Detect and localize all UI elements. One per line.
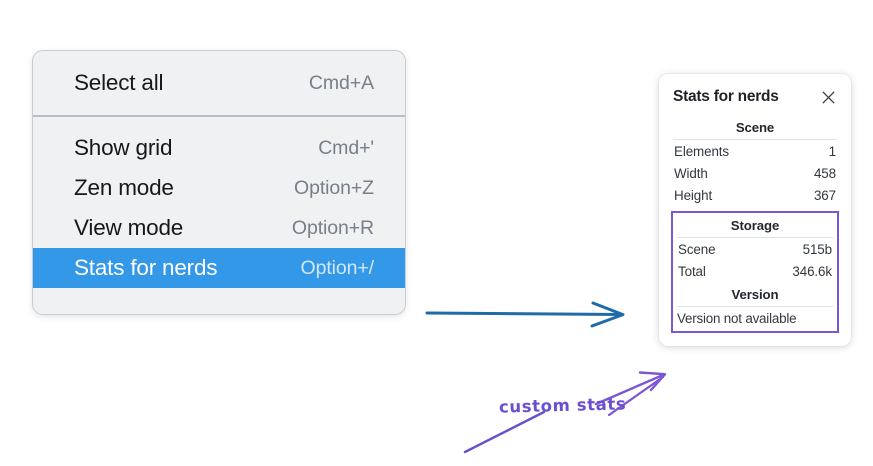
stat-key: Width <box>674 165 708 181</box>
stat-value: 367 <box>813 187 836 203</box>
menu-item-shortcut: Option+Z <box>294 176 374 199</box>
menu-item-label: View mode <box>74 215 184 240</box>
purple-arrow-lower <box>463 410 546 454</box>
context-menu: Select all Cmd+A Show grid Cmd+' Zen mod… <box>32 50 406 315</box>
stat-value: 515b <box>802 241 832 257</box>
menu-item-shortcut: Option+/ <box>300 256 375 279</box>
custom-stats-section: Storage Scene 515b Total 346.6k Version … <box>671 211 839 333</box>
stat-value: 458 <box>813 165 836 181</box>
menu-group-view: Show grid Cmd+' Zen mode Option+Z View m… <box>33 117 405 314</box>
stats-for-nerds-panel: Stats for nerds Scene Elements 1 Width 4… <box>659 74 851 346</box>
scene-section-rule <box>673 139 837 140</box>
menu-item-select-all[interactable]: Select all Cmd+A <box>33 63 405 103</box>
stat-value: 1 <box>828 143 836 159</box>
menu-item-zen-mode[interactable]: Zen mode Option+Z <box>33 168 405 208</box>
scene-section-heading: Scene <box>735 120 775 135</box>
menu-item-label: Zen mode <box>74 175 174 200</box>
stat-key: Height <box>674 187 713 203</box>
blue-arrow <box>425 301 625 328</box>
stats-panel-title: Stats for nerds <box>673 88 779 105</box>
stats-panel-header: Stats for nerds <box>672 88 838 106</box>
menu-divider <box>33 115 405 117</box>
version-value: Version not available <box>677 311 797 326</box>
close-icon[interactable] <box>820 89 837 106</box>
stat-row-storage-total: Total 346.6k <box>676 260 834 282</box>
stat-key: Scene <box>678 241 716 257</box>
menu-item-shortcut: Cmd+' <box>318 136 374 159</box>
menu-item-shortcut: Option+R <box>291 216 374 239</box>
purple-arrow-upper <box>594 371 667 417</box>
menu-item-stats-for-nerds[interactable]: Stats for nerds Option+/ <box>33 248 405 288</box>
menu-item-view-mode[interactable]: View mode Option+R <box>33 208 405 248</box>
stat-key: Total <box>678 263 706 279</box>
menu-item-label: Stats for nerds <box>74 255 218 280</box>
custom-stats-annotation-label: custom stats <box>498 394 627 417</box>
version-section-heading: Version <box>731 287 779 302</box>
menu-item-label: Select all <box>74 70 164 95</box>
stat-key: Elements <box>674 143 730 159</box>
menu-item-label: Show grid <box>74 135 173 160</box>
storage-section-rule <box>677 237 833 238</box>
stat-row-storage-scene: Scene 515b <box>676 238 834 260</box>
version-section-rule <box>677 306 833 307</box>
storage-section-heading: Storage <box>730 218 780 233</box>
menu-group-primary: Select all Cmd+A <box>33 51 405 115</box>
stat-value: 346.6k <box>792 263 832 279</box>
menu-item-shortcut: Cmd+A <box>308 71 374 94</box>
stat-row-height: Height 367 <box>672 184 838 206</box>
stat-row-width: Width 458 <box>672 162 838 184</box>
menu-footer-spacer <box>33 288 405 314</box>
stat-row-elements: Elements 1 <box>672 140 838 162</box>
menu-item-show-grid[interactable]: Show grid Cmd+' <box>33 128 405 168</box>
